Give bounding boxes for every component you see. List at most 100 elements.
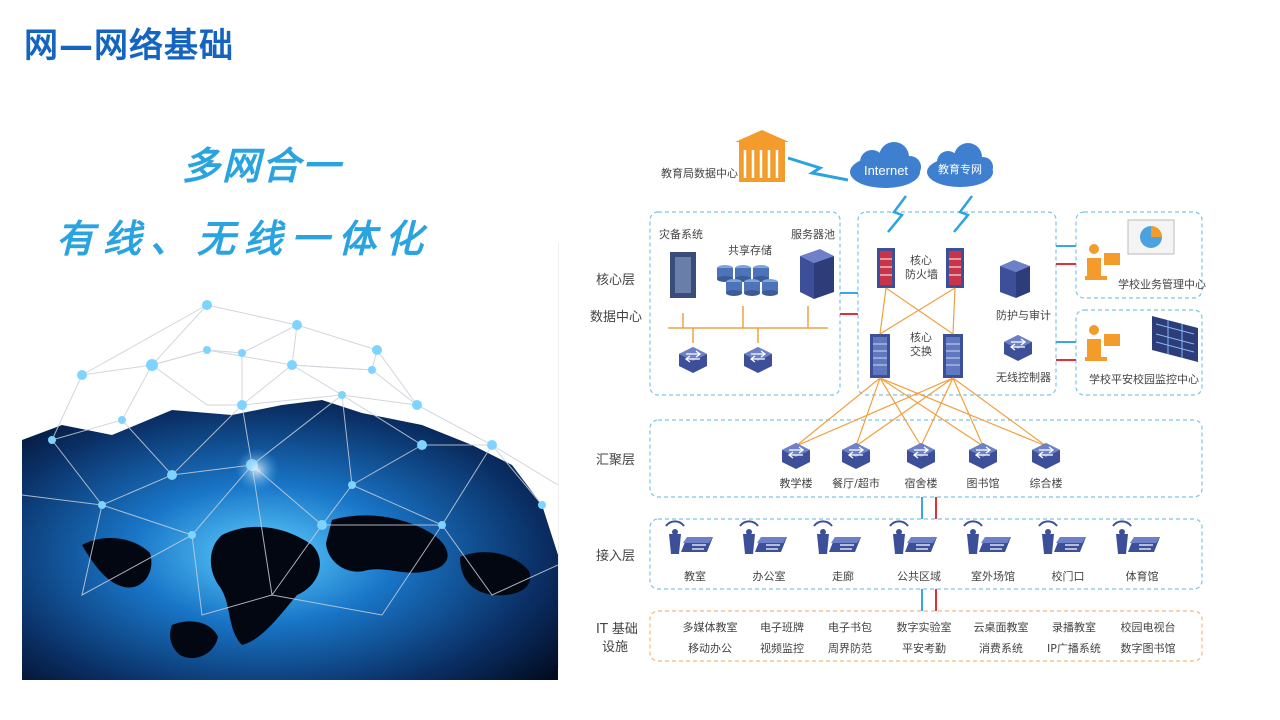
access-label-6: 校门口 bbox=[1052, 569, 1085, 583]
network-architecture-diagram: 教育局数据中心 Internet 教育专网 核心层 数据中心 汇聚层 接入层 I… bbox=[558, 130, 1206, 668]
datacenter-bus bbox=[668, 306, 828, 343]
datacenter-box bbox=[649, 211, 841, 396]
it-item-1-6: 录播教室 bbox=[1052, 620, 1096, 634]
core-switch-icon-1 bbox=[869, 333, 891, 379]
core-box bbox=[857, 211, 1057, 396]
access-label-5: 室外场馆 bbox=[971, 569, 1015, 583]
edu-net-label: 教育专网 bbox=[938, 162, 982, 176]
core-switch-label-2: 交换 bbox=[910, 344, 932, 358]
aggregation-switch-1 bbox=[781, 442, 811, 470]
audit-device-icon bbox=[1000, 260, 1030, 298]
access-device-1 bbox=[665, 520, 714, 555]
it-facilities-box bbox=[649, 610, 1203, 662]
layer-datacenter-label: 数据中心 bbox=[590, 310, 642, 325]
server-pool-label: 服务器池 bbox=[791, 228, 835, 241]
building-icon bbox=[735, 130, 789, 182]
it-item-2-2: 视频监控 bbox=[760, 641, 804, 655]
business-center-box bbox=[1075, 211, 1203, 299]
it-item-2-6: IP广播系统 bbox=[1047, 641, 1101, 655]
layer-it-label-2: 设施 bbox=[602, 640, 628, 655]
storage-icon bbox=[717, 265, 778, 296]
server-pool-icon bbox=[800, 249, 834, 299]
core-aggregation-links bbox=[795, 377, 1047, 447]
access-device-4 bbox=[889, 520, 938, 555]
business-center-label: 学校业务管理中心 bbox=[1118, 277, 1206, 291]
access-device-6 bbox=[1038, 520, 1087, 555]
edu-net-link-bolt bbox=[953, 195, 973, 233]
firewall-label-1: 核心 bbox=[910, 253, 932, 267]
aggregation-box bbox=[649, 419, 1203, 498]
wireless-controller-icon bbox=[1003, 334, 1033, 362]
aggregation-switch-4 bbox=[968, 442, 998, 470]
access-nodes: 教室 办公室 走廊 公共区域 室外场馆 校门口 体育馆 bbox=[665, 520, 1161, 583]
globe-glow bbox=[235, 448, 279, 492]
core-switch-label-1: 核心 bbox=[910, 330, 932, 344]
access-device-3 bbox=[813, 520, 862, 555]
access-label-2: 办公室 bbox=[753, 569, 786, 583]
access-label-1: 教室 bbox=[684, 569, 706, 583]
access-label-3: 走廊 bbox=[832, 569, 854, 583]
datacenter-switch-2 bbox=[743, 346, 773, 374]
datacenter-switch-1 bbox=[678, 346, 708, 374]
globe-network-illustration bbox=[22, 300, 558, 680]
firewall-label-2: 防火墙 bbox=[905, 267, 938, 281]
it-item-1-4: 数字实验室 bbox=[897, 620, 952, 634]
monitor-center-label: 学校平安校园监控中心 bbox=[1089, 372, 1199, 386]
aggregation-label-1: 教学楼 bbox=[780, 476, 813, 490]
aggregation-switch-5 bbox=[1031, 442, 1061, 470]
aggregation-label-3: 宿舍楼 bbox=[905, 476, 938, 490]
pie-chart-board-icon bbox=[1127, 219, 1175, 255]
access-device-7 bbox=[1112, 520, 1161, 555]
aggregation-label-4: 图书馆 bbox=[967, 476, 1000, 490]
layer-aggregation-label: 汇聚层 bbox=[596, 453, 635, 468]
monitor-operator-icon bbox=[1085, 325, 1120, 361]
layer-core-label: 核心层 bbox=[596, 273, 635, 288]
backup-label: 灾备系统 bbox=[659, 227, 703, 241]
wireless-link-icon bbox=[787, 156, 849, 182]
layer-access-label: 接入层 bbox=[596, 548, 635, 564]
core-switch-icon-2 bbox=[942, 333, 964, 379]
internet-label: Internet bbox=[864, 163, 908, 178]
backup-server-icon bbox=[670, 252, 696, 298]
access-box bbox=[649, 518, 1203, 590]
business-operator-icon bbox=[1085, 244, 1120, 280]
video-wall-icon bbox=[1152, 316, 1198, 362]
firewall-icon-1 bbox=[876, 247, 896, 289]
slogan-line2: 有线、无线一体化 bbox=[56, 217, 433, 261]
it-item-2-4: 平安考勤 bbox=[902, 641, 946, 655]
it-item-1-1: 多媒体教室 bbox=[683, 620, 738, 634]
page-title: 网—网络基础 bbox=[24, 26, 234, 66]
continents bbox=[82, 515, 531, 659]
it-facilities-list: 多媒体教室 电子班牌 电子书包 数字实验室 云桌面教室 录播教室 校园电视台 移… bbox=[683, 620, 1176, 655]
core-internal-links bbox=[879, 287, 956, 335]
aggregation-label-2: 餐厅/超市 bbox=[832, 476, 880, 490]
access-label-7: 体育馆 bbox=[1126, 569, 1159, 583]
aggregation-label-5: 综合楼 bbox=[1030, 476, 1063, 490]
edu-net-cloud-icon bbox=[927, 143, 993, 187]
slogan-line1: 多网合一 bbox=[182, 144, 343, 188]
wireless-controller-label: 无线控制器 bbox=[996, 370, 1051, 384]
monitor-center-box bbox=[1075, 309, 1203, 396]
it-item-2-5: 消费系统 bbox=[979, 641, 1023, 655]
layer-it-label-1: IT 基础 bbox=[596, 622, 638, 637]
it-item-2-7: 数字图书馆 bbox=[1121, 641, 1176, 655]
internet-link-bolt bbox=[887, 195, 907, 233]
audit-label: 防护与审计 bbox=[996, 308, 1051, 322]
access-device-2 bbox=[739, 520, 788, 555]
firewall-icon-2 bbox=[945, 247, 965, 289]
it-item-2-3: 周界防范 bbox=[828, 641, 872, 655]
aggregation-nodes: 教学楼 餐厅/超市 宿舍楼 图书馆 综合楼 bbox=[780, 442, 1063, 490]
it-item-1-2: 电子班牌 bbox=[760, 620, 804, 634]
storage-label: 共享存储 bbox=[728, 243, 772, 257]
aggregation-switch-2 bbox=[841, 442, 871, 470]
network-mesh bbox=[22, 304, 558, 616]
edu-center-label: 教育局数据中心 bbox=[661, 166, 738, 180]
access-device-5 bbox=[963, 520, 1012, 555]
it-item-1-3: 电子书包 bbox=[828, 621, 872, 634]
aggregation-switch-3 bbox=[906, 442, 936, 470]
access-label-4: 公共区域 bbox=[897, 570, 941, 583]
it-item-1-5: 云桌面教室 bbox=[974, 620, 1029, 634]
it-item-2-1: 移动办公 bbox=[688, 642, 732, 655]
it-item-1-7: 校园电视台 bbox=[1121, 620, 1176, 634]
internet-cloud-icon bbox=[850, 142, 921, 188]
